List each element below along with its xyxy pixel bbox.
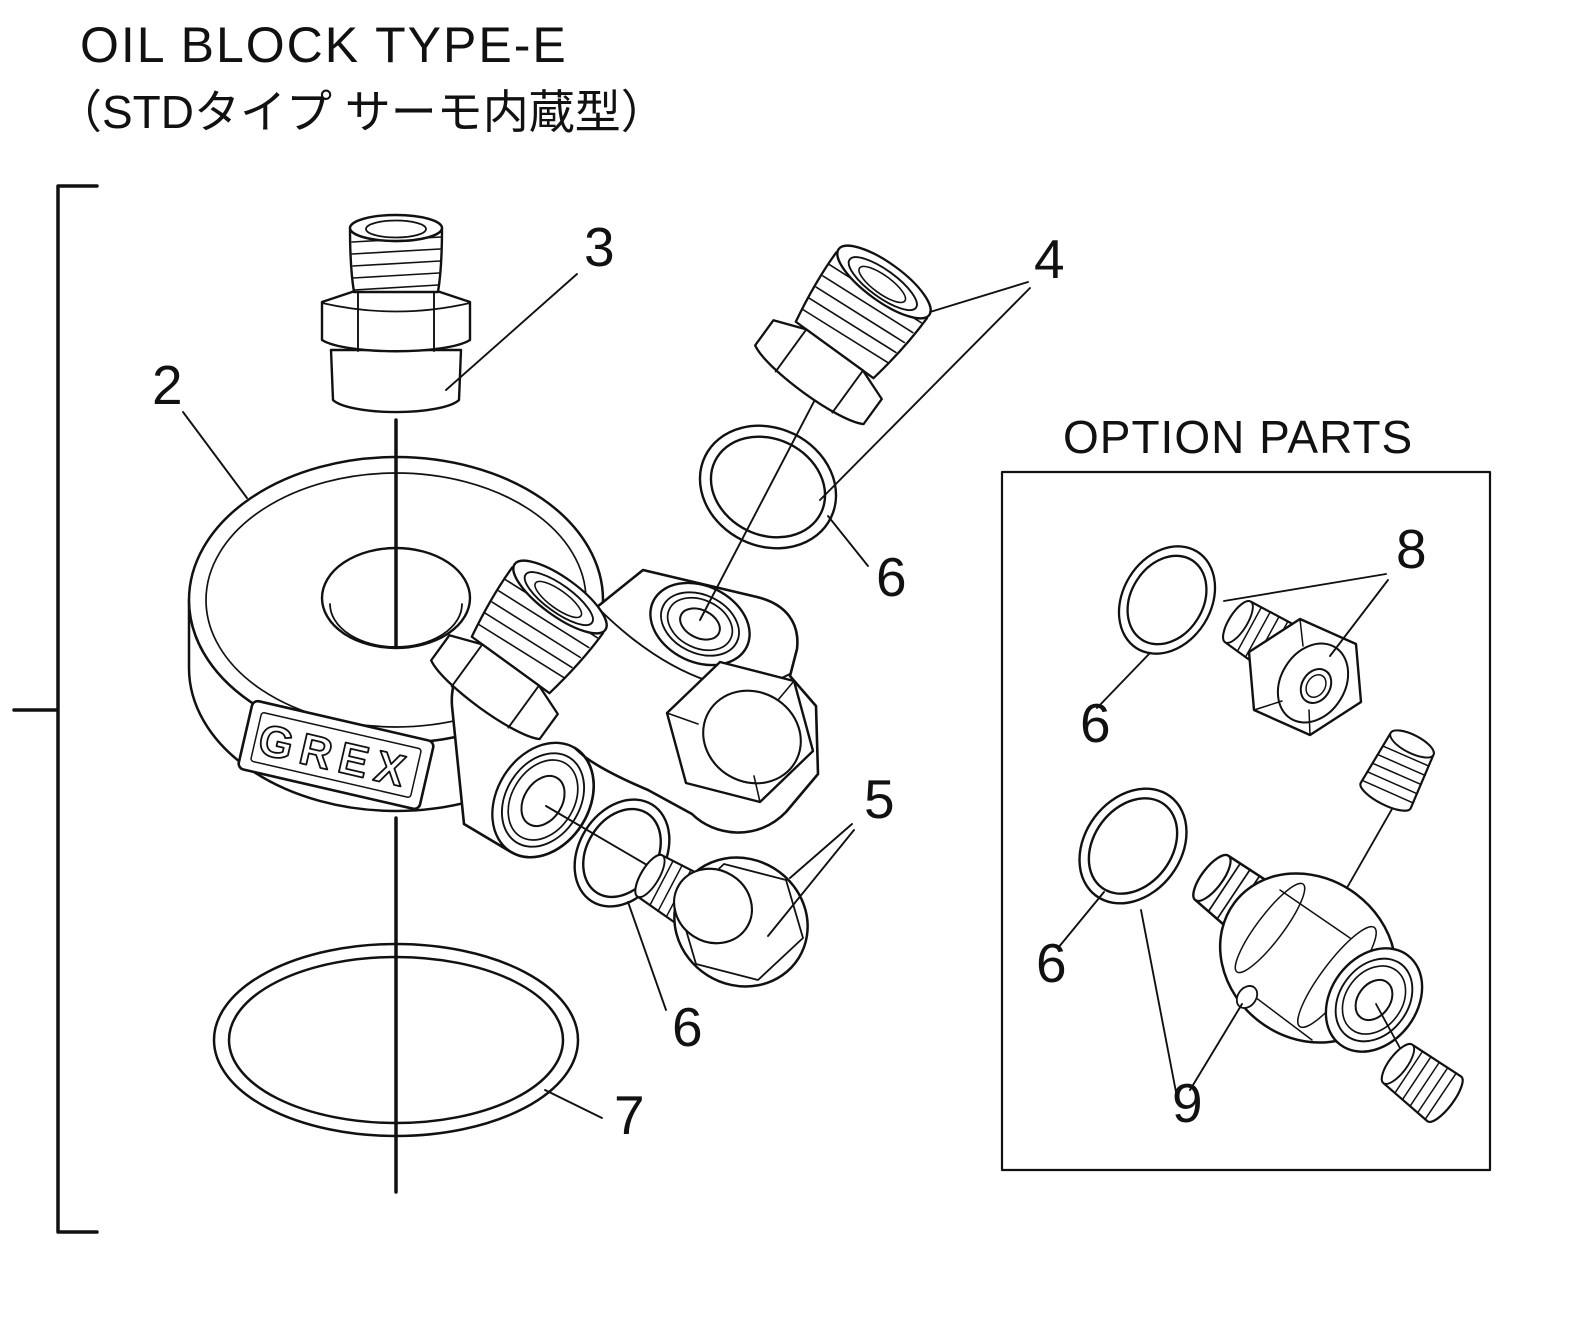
part3-lower-cylinder <box>329 348 463 414</box>
part-9-adapter <box>1183 722 1470 1128</box>
part3-bore <box>365 219 427 239</box>
leader-line-part7 <box>544 1089 603 1119</box>
callout-part2: 2 <box>152 354 183 416</box>
part5-dome <box>672 867 754 945</box>
leader-line-oring-option-bottom <box>1057 891 1105 949</box>
logo-plate-inner-border <box>250 712 422 798</box>
part8-hole-inner <box>1305 674 1327 698</box>
part9-port-bore <box>1354 978 1394 1022</box>
leader-line-oring-bottom <box>627 901 667 1011</box>
assembly-bracket <box>12 184 99 1234</box>
part9-section-ring1 <box>1234 882 1306 974</box>
part3-hex-facets <box>357 289 435 352</box>
part-7-oring <box>212 942 580 1138</box>
leader-line-part2 <box>182 411 248 499</box>
main-block <box>424 541 820 859</box>
front-port-bore <box>520 774 566 828</box>
part9-port-thread <box>1334 957 1414 1043</box>
callout-part5: 5 <box>864 768 895 830</box>
logo-plate-border <box>237 699 435 811</box>
part-3-fitting <box>320 213 472 414</box>
oring-inner <box>1126 554 1208 646</box>
callout-oring-main-top: 6 <box>876 546 907 608</box>
option-parts-box <box>1000 470 1492 1172</box>
leader-line-oring-top <box>827 515 869 567</box>
leader-line-oring-option-top <box>1096 653 1150 709</box>
oring-outer <box>698 424 838 550</box>
part3-hex-edge <box>321 302 471 313</box>
option-parts-label: OPTION PARTS <box>1063 411 1413 463</box>
oring-outer <box>1117 545 1217 655</box>
callout-part7: 7 <box>614 1084 645 1146</box>
part8-facet-lines <box>1253 618 1311 736</box>
leader-line-part9 <box>1140 909 1243 1093</box>
part9-top-plug <box>1355 722 1443 818</box>
callout-part3: 3 <box>584 216 615 278</box>
part9-port-thread2 <box>1341 965 1407 1035</box>
leader-line-part4 <box>819 281 1031 501</box>
front-port-thread2 <box>507 759 579 841</box>
top-port-bore <box>679 607 721 641</box>
center-bolt-facets <box>666 680 795 803</box>
callout-oring-option-top: 6 <box>1080 692 1111 754</box>
oring-option-top <box>1117 545 1217 655</box>
oring-inner <box>709 435 827 539</box>
front-port-rim <box>491 741 595 859</box>
oring-outer <box>212 942 580 1138</box>
callout-part4: 4 <box>1034 228 1065 290</box>
part9-bottom-plug <box>1372 1035 1470 1128</box>
front-port-thread <box>500 752 586 848</box>
callout-oring-main-bottom: 6 <box>672 996 703 1058</box>
part3-hex-nut <box>320 288 472 353</box>
part8-face <box>1276 642 1350 724</box>
part-5-plug <box>626 846 809 988</box>
oring-option-bottom <box>1078 787 1188 905</box>
page-subtitle: （STDタイプ サーモ内蔵型） <box>56 86 667 138</box>
part9-port-rim <box>1324 947 1424 1053</box>
center-bolt-face <box>702 689 802 785</box>
oring-inner <box>227 955 565 1125</box>
page-title: OIL BLOCK TYPE-E <box>80 17 568 73</box>
part-8-plug <box>1214 592 1363 737</box>
callout-part8: 8 <box>1396 518 1427 580</box>
oring-inner <box>1087 797 1179 895</box>
part-4-an-fitting <box>748 226 951 434</box>
callout-part9: 9 <box>1172 1072 1203 1134</box>
oring-main-top <box>698 424 838 550</box>
leader-line-part3 <box>445 273 578 391</box>
leader-line-part5 <box>767 823 855 937</box>
part8-hole <box>1299 668 1333 704</box>
top-port-thread <box>660 591 740 657</box>
top-port-thread2 <box>666 596 734 652</box>
leader-line-part8 <box>1223 573 1389 657</box>
callout-oring-option-bottom: 6 <box>1036 932 1067 994</box>
oring-outer <box>1078 787 1188 905</box>
